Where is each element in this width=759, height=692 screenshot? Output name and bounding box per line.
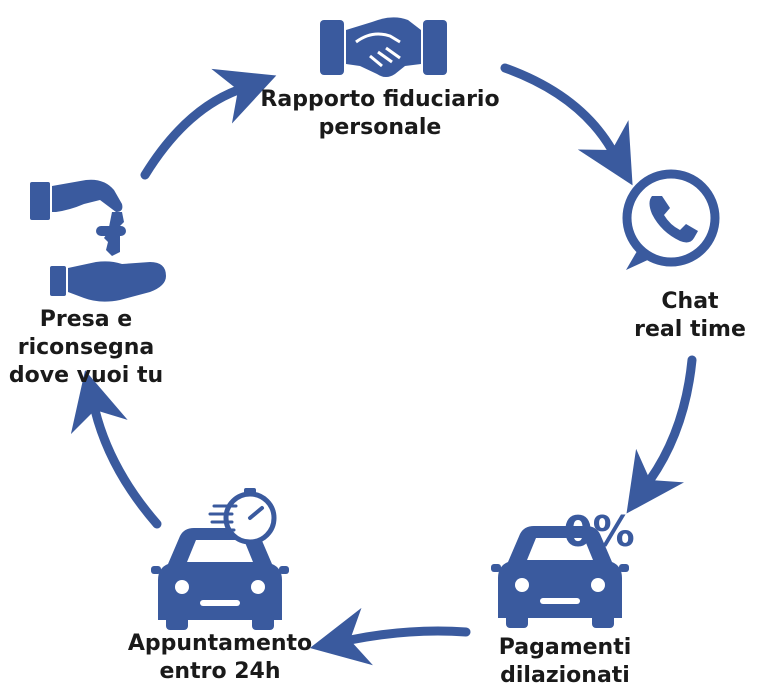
step-label-line: dilazionati xyxy=(500,663,630,688)
hands-key-icon xyxy=(30,179,166,302)
step-label-appuntamento: Appuntamento entro 24h xyxy=(100,630,340,686)
step-label-line: Presa e xyxy=(39,307,133,332)
arrow-chat-to-pagamenti xyxy=(626,355,697,514)
step-label-line: riconsegna xyxy=(17,335,155,360)
arrow-appuntamento-to-presa xyxy=(70,370,162,529)
step-label-line: Chat xyxy=(661,289,719,314)
step-label-rapporto: Rapporto fiduciario personale xyxy=(230,86,530,142)
step-label-line: dove vuoi tu xyxy=(8,363,164,388)
whatsapp-chat-icon xyxy=(622,169,720,270)
step-label-line: real time xyxy=(634,317,746,342)
step-label-presa: Presa e riconsegna dove vuoi tu xyxy=(0,306,172,390)
step-label-line: Appuntamento xyxy=(127,631,313,656)
step-label-line: personale xyxy=(318,115,442,140)
step-label-line: entro 24h xyxy=(159,659,281,684)
arrow-presa-to-rapporto xyxy=(140,68,277,180)
arrow-pagamenti-to-appuntamento xyxy=(309,607,471,666)
arrow-rapporto-to-chat xyxy=(500,63,633,186)
zero-percent-badge: 0% xyxy=(563,507,634,556)
step-label-line: Pagamenti xyxy=(498,635,632,660)
step-label-line: Rapporto fiduciario xyxy=(260,87,500,112)
car-speed-timer-icon xyxy=(151,528,289,630)
handshake-icon xyxy=(320,17,447,77)
stopwatch-icon xyxy=(208,488,277,545)
step-label-pagamenti: Pagamenti dilazionati xyxy=(470,634,660,690)
car-zero-percent-icon xyxy=(491,526,629,628)
step-label-chat: Chat real time xyxy=(590,288,759,344)
